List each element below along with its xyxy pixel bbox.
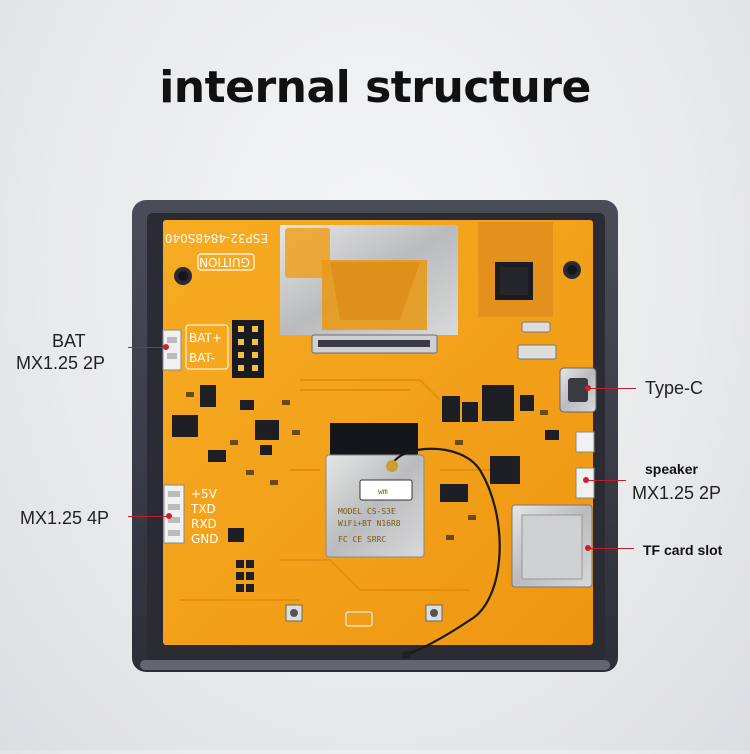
silk-model: ESP32-4848S040: [165, 231, 268, 245]
module-wifi: WiFi+BT N16R8: [338, 519, 401, 528]
silk-rxd: RXD: [191, 517, 217, 531]
speaker-connector: [575, 431, 595, 453]
leader-speaker-dot: [583, 477, 589, 483]
label-speaker-mx: MX1.25 2P: [632, 483, 722, 503]
pin-header: [232, 320, 264, 378]
label-bat: BAT: [52, 330, 86, 352]
leader-mx4p: [128, 516, 170, 517]
silk-brand: GUITION: [199, 255, 250, 269]
module-model: MODEL CS-S3E: [338, 507, 396, 516]
leader-tfcard: [588, 548, 634, 549]
leader-typec-dot: [585, 385, 591, 391]
label-typec: Type-C: [645, 378, 704, 398]
leader-typec: [588, 388, 636, 389]
leader-speaker: [586, 480, 626, 481]
module-logo: wm: [378, 487, 388, 496]
leader-mx4p-dot: [166, 513, 172, 519]
silk-5v: +5V: [191, 487, 218, 501]
speaker-connector-2: [575, 467, 595, 499]
leader-tfcard-dot: [585, 545, 591, 551]
leader-bat: [128, 347, 168, 348]
esp32-shield-top: [330, 423, 418, 459]
silk-bat-plus: BAT+: [189, 331, 222, 345]
label-bat-mx: MX1.25 2P: [16, 352, 105, 374]
label-mx4p: MX1.25 4P: [20, 508, 110, 528]
silk-bat-minus: BAT-: [189, 351, 215, 365]
silk-txd: TXD: [190, 502, 216, 516]
label-bat-line2: MX1.25 2P: [16, 353, 106, 373]
module-cert: FC CE SRRC: [338, 535, 386, 544]
label-speaker: speaker: [645, 461, 698, 477]
page-title: internal structure: [159, 62, 591, 113]
antenna-wire: [390, 447, 501, 657]
uart-connector: [163, 484, 185, 544]
leader-bat-dot: [163, 344, 169, 350]
bat-connector: [162, 329, 182, 371]
label-tfcard: TF card slot: [643, 542, 723, 558]
label-bat-line1: BAT: [52, 331, 86, 351]
silk-gnd: GND: [191, 532, 219, 546]
